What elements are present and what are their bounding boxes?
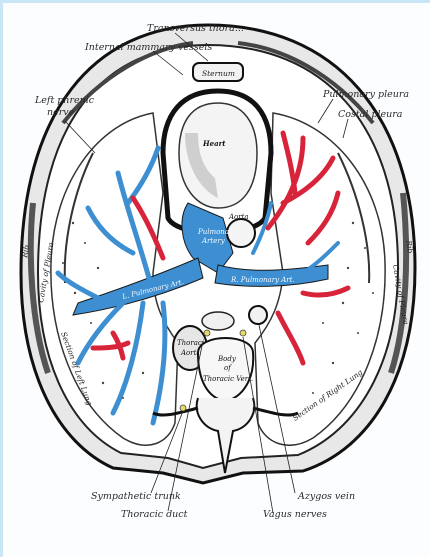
thorax-cross-section: Sternum Heart Aorta	[3, 3, 430, 557]
azygos-vein-label: Azygos vein	[297, 491, 355, 502]
internal-mammary-label: Internal mammary vessels	[84, 42, 212, 53]
sympathetic-trunk-dot	[180, 405, 186, 411]
heart-label: Heart	[202, 139, 226, 148]
transversus-thoracis-label: Transversus thora...	[147, 23, 244, 34]
vagus-nerve-right	[240, 330, 246, 336]
thoracic-duct-label: Thoracic duct	[121, 509, 188, 520]
sternum-label: Sternum	[202, 69, 235, 78]
oesophagus	[202, 312, 234, 330]
vagus-nerves-label: Vagus nerves	[263, 509, 327, 520]
r-pulmonary-art-label: R. Pulmonary Art.	[230, 276, 295, 284]
pulmonary-artery-label-2: Artery	[201, 237, 226, 245]
costal-pleura-label: Costal pleura	[338, 109, 403, 120]
vagus-nerve-left	[204, 330, 210, 336]
azygos-vein	[249, 306, 267, 324]
aorta-label: Aorta	[228, 213, 249, 221]
left-phrenic-label-2: nerve	[47, 107, 75, 118]
body-label-3: Thoracic Vert.	[203, 375, 253, 383]
left-phrenic-label-1: Left phrenic	[34, 95, 95, 106]
sympathetic-trunk-label: Sympathetic trunk	[91, 491, 181, 502]
pulmonary-pleura-label: Pulmonary pleura	[322, 89, 409, 100]
body-label-1: Body	[217, 355, 237, 363]
pulmonary-artery-label-1: Pulmonary	[197, 228, 237, 236]
